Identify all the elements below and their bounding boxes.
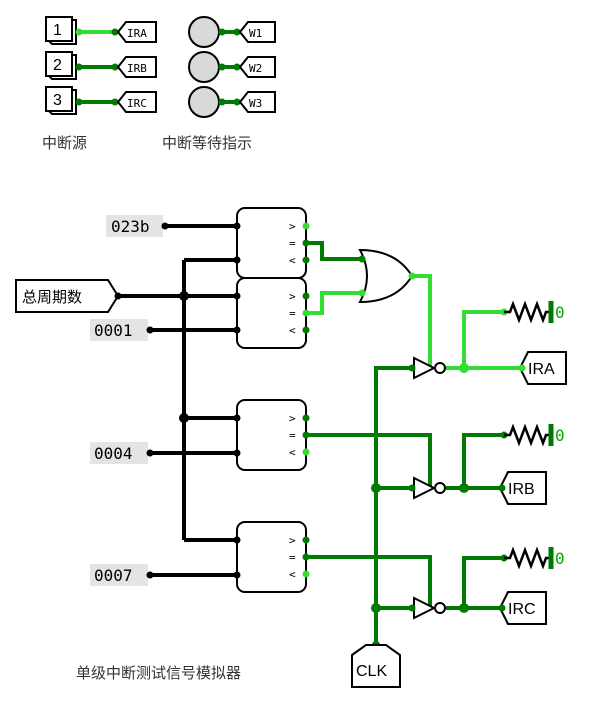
- cmp4-eq-label: =: [289, 551, 296, 564]
- source-2-number: 2: [53, 57, 62, 74]
- waits-caption: 中断等待指示: [162, 134, 252, 152]
- pulldown-irc: 0: [500, 546, 565, 570]
- black-wires: [118, 224, 237, 577]
- cmp3-eq-label: =: [289, 429, 296, 442]
- const-023b-label: 023b: [111, 217, 150, 236]
- total-cycles-tunnel[interactable]: 总周期数: [15, 279, 122, 313]
- output-tunnel-irb[interactable]: IRB: [498, 471, 547, 505]
- legend: 1 IRA 2 IRB 3 IRC: [42, 16, 276, 152]
- interrupt-source-3[interactable]: 3 IRC: [45, 86, 157, 115]
- interrupt-source-2[interactable]: 2 IRB: [45, 51, 157, 80]
- source-1-number: 1: [53, 22, 62, 39]
- const-0004: 0004: [90, 442, 154, 464]
- cmp1-gt-label: >: [289, 220, 296, 233]
- or-gate[interactable]: [358, 248, 416, 304]
- circuit-title: 单级中断测试信号模拟器: [76, 664, 241, 682]
- const-0001-label: 0001: [94, 321, 133, 340]
- sources-caption: 中断源: [42, 134, 87, 152]
- cmp2-eq-label: =: [289, 307, 296, 320]
- comparator-1[interactable]: > = <: [233, 207, 310, 279]
- wait-2-tag: W2: [249, 62, 262, 75]
- output-ira-label: IRA: [528, 361, 555, 378]
- comparator-2[interactable]: > = <: [233, 277, 310, 349]
- green-wires: [306, 241, 525, 655]
- const-0001: 0001: [90, 319, 154, 341]
- cmp1-lt-label: <: [289, 254, 296, 267]
- cmp3-lt-label: <: [289, 446, 296, 459]
- source-3-tag: IRC: [127, 97, 147, 110]
- comparator-4[interactable]: > = <: [233, 521, 310, 593]
- const-0004-label: 0004: [94, 444, 133, 463]
- clk-label: CLK: [356, 663, 387, 680]
- wait-3-tag: W3: [249, 97, 262, 110]
- wait-indicator-3: W3: [188, 86, 276, 118]
- source-3-number: 3: [53, 92, 62, 109]
- clk-tunnel[interactable]: CLK: [351, 644, 401, 688]
- output-tunnel-ira[interactable]: IRA: [518, 351, 567, 385]
- interrupt-source-1[interactable]: 1 IRA: [45, 16, 157, 45]
- cmp2-lt-label: <: [289, 324, 296, 337]
- total-cycles-label: 总周期数: [22, 288, 82, 306]
- output-tunnel-irc[interactable]: IRC: [498, 591, 547, 625]
- output-irb-label: IRB: [508, 481, 535, 498]
- cmp4-lt-label: <: [289, 568, 296, 581]
- output-irc-label: IRC: [508, 601, 536, 618]
- gate-ira[interactable]: [408, 356, 446, 380]
- comparator-3[interactable]: > = <: [233, 399, 310, 471]
- pulldown-irb: 0: [500, 423, 565, 447]
- cmp2-gt-label: >: [289, 290, 296, 303]
- wait-1-tag: W1: [249, 27, 262, 40]
- cmp3-gt-label: >: [289, 412, 296, 425]
- cmp4-gt-label: >: [289, 534, 296, 547]
- pulldown-irc-value: 0: [555, 549, 565, 568]
- const-023b: 023b: [106, 215, 169, 237]
- source-2-tag: IRB: [127, 62, 147, 75]
- pulldown-ira: 0: [500, 300, 565, 324]
- wait-indicator-1: W1: [188, 16, 276, 48]
- gate-irb[interactable]: [408, 476, 446, 500]
- const-0007: 0007: [90, 564, 154, 586]
- source-1-tag: IRA: [127, 27, 147, 40]
- pulldown-ira-value: 0: [555, 303, 565, 322]
- cmp1-eq-label: =: [289, 237, 296, 250]
- wait-indicator-2: W2: [188, 51, 276, 83]
- gate-irc[interactable]: [408, 596, 446, 620]
- pulldown-irb-value: 0: [555, 426, 565, 445]
- const-0007-label: 0007: [94, 566, 133, 585]
